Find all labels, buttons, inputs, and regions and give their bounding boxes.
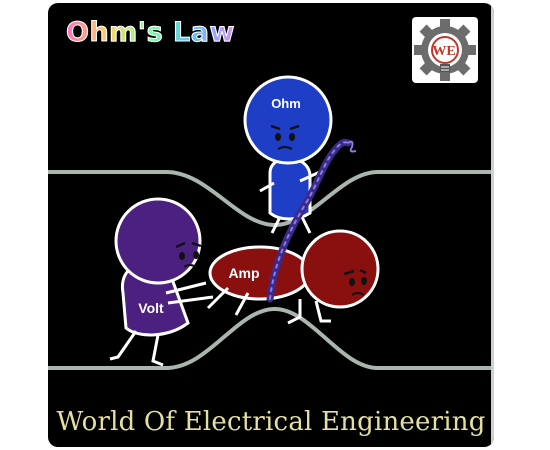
conductor-outline: [48, 170, 494, 370]
gear-lightbulb-logo-icon: WE: [414, 19, 476, 81]
ohms-law-illustration: Amp Volt: [48, 75, 494, 370]
logo-badge: WE: [412, 17, 478, 83]
footer-caption: World Of Electrical Engineering: [56, 407, 486, 437]
logo-letters: WE: [432, 44, 455, 59]
poster-title: Ohm's Law: [66, 17, 235, 49]
amp-label: Amp: [228, 265, 259, 281]
amp-character: Amp: [206, 229, 380, 325]
rope-icon: [266, 138, 357, 303]
ohm-character: Ohm: [243, 75, 333, 234]
volt-label: Volt: [138, 300, 164, 316]
volt-character: Volt: [109, 197, 214, 367]
ohm-label: Ohm: [271, 96, 301, 111]
poster-panel: Ohm's Law WE: [48, 3, 494, 447]
panel-edge: [491, 3, 494, 447]
